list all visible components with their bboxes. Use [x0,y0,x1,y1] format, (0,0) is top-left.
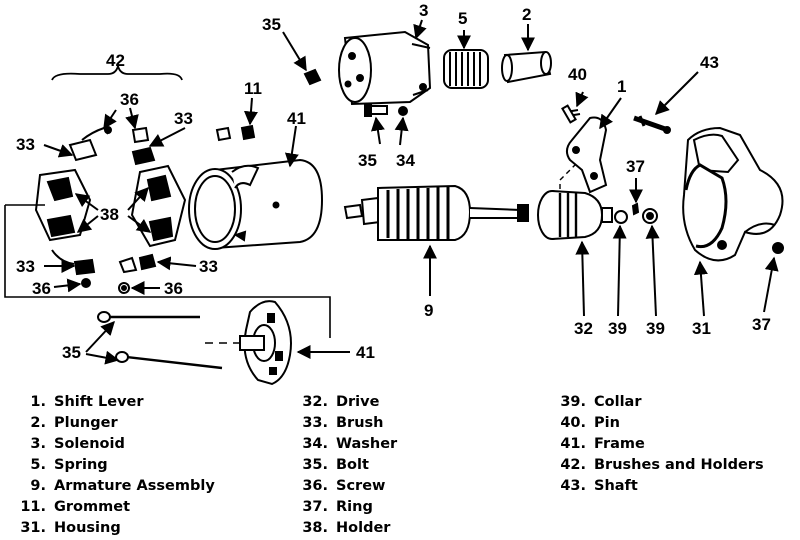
bracket-line [4,205,331,338]
plunger-part [501,50,552,84]
solenoid-part [338,30,432,106]
exploded-view-drawing: 35 3 5 2 42 11 41 36 33 33 35 34 40 1 43… [4,1,784,386]
callout-9-armature: 9 [424,301,433,320]
legend-item: 40.Pin [560,415,620,431]
drive-part [537,190,613,240]
collar-part-a [614,210,628,224]
legend-item: 33.Brush [302,415,384,431]
callout-39-collar-a: 39 [608,319,627,338]
callout-39-collar-b: 39 [646,319,665,338]
ring-part-small [631,202,640,216]
callout-33-brush-lower-right: 33 [199,257,218,276]
legend-item: 1.Shift Lever [30,394,144,410]
callout-43-shaft: 43 [700,53,719,72]
callout-32-drive: 32 [574,319,593,338]
ring-part [772,242,784,254]
legend-item: 35.Bolt [302,457,369,473]
callout-34-washer: 34 [396,151,415,170]
armature-part [343,184,529,241]
callout-36-screw-left: 36 [32,279,51,298]
legend-item: 42.Brushes and Holders [560,457,764,473]
legend-item: 38.Holder [302,520,391,536]
legend-item: 2.Plunger [30,415,118,431]
part-drawings [4,30,784,386]
callout-5-spring: 5 [458,9,467,28]
legend-item: 41.Frame [560,436,645,452]
callout-1-shift-lever: 1 [617,77,626,96]
callout-31-housing: 31 [692,319,711,338]
callout-35-bolt-mid: 35 [358,151,377,170]
callout-35-bolt-top: 35 [262,15,281,34]
callout-41-end-frame: 41 [356,343,375,362]
shaft-part [633,115,671,134]
callout-36-screw-right: 36 [164,279,183,298]
legend-item: 37.Ring [302,499,373,515]
legend-item: 3.Solenoid [30,436,125,452]
legend-item: 9.Armature Assembly [30,478,215,494]
spring-part [443,49,489,89]
frame-part [188,158,324,250]
callout-labels: 35 3 5 2 42 11 41 36 33 33 35 34 40 1 43… [16,1,771,362]
callout-35-through-bolts: 35 [62,343,81,362]
legend-item: 39.Collar [560,394,642,410]
legend-item: 5.Spring [30,457,108,473]
parts-legend: 1.Shift Lever 2.Plunger 3.Solenoid 5.Spr… [0,392,800,540]
callout-37-ring: 37 [752,315,771,334]
callout-38-holder: 38 [100,205,119,224]
callout-40-pin: 40 [568,65,587,84]
washer-part [398,106,408,116]
legend-column-2: 32.Drive 33.Brush 34.Washer 35.Bolt 36.S… [298,392,397,539]
legend-item: 34.Washer [302,436,398,452]
callout-42-brushes: 42 [106,51,125,70]
legend-item: 43.Shaft [560,478,638,494]
group-brace [51,65,183,81]
callout-33-brush-lower-left: 33 [16,257,35,276]
brush-holder-assembly [34,126,187,294]
legend-column-1: 1.Shift Lever 2.Plunger 3.Solenoid 5.Spr… [20,392,215,539]
callout-2-plunger: 2 [522,5,531,24]
bolt-part-top [303,68,322,86]
leader-lines [43,19,779,365]
callout-33-brush-left: 33 [16,135,35,154]
legend-column-3: 39.Collar 40.Pin 41.Frame 42.Brushes and… [556,392,764,497]
legend-item: 31.Housing [20,520,121,536]
legend-item: 11.Grommet [20,499,130,515]
callout-36-screw-top: 36 [120,90,139,109]
grommet-part [215,124,256,142]
callout-33-brush-right: 33 [174,109,193,128]
callout-11-grommet: 11 [244,79,262,98]
shift-lever-part [561,104,608,194]
legend-item: 36.Screw [302,478,386,494]
housing-part [682,126,784,262]
callout-37-ring-small: 37 [626,157,645,176]
callout-41-frame: 41 [287,109,306,128]
legend-item: 32.Drive [302,394,380,410]
end-frame-part [239,300,292,386]
callout-3-solenoid: 3 [419,1,428,20]
bolt-part-mid [364,103,388,117]
